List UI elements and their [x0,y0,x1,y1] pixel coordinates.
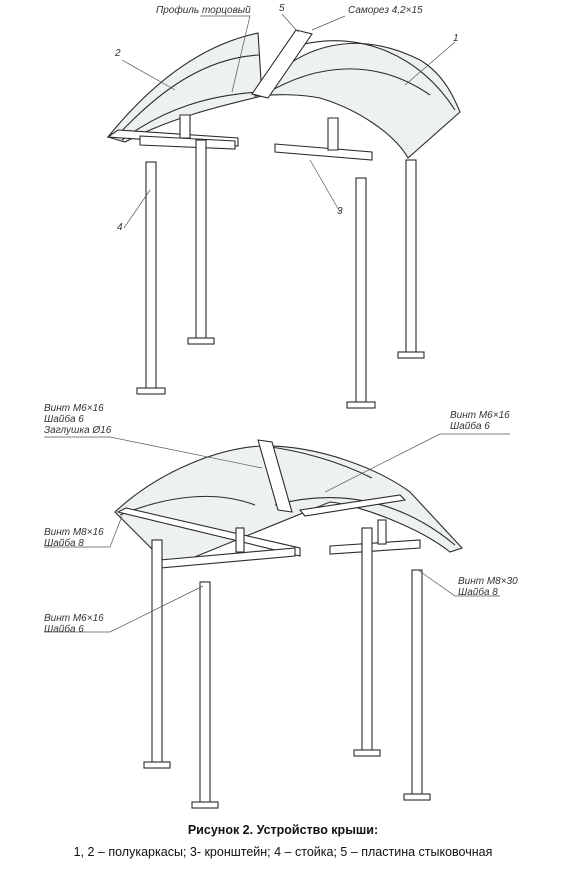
leader-1 [404,41,456,86]
assembled-post-front-left [151,539,163,766]
label-screw: Саморез 4,2×15 [348,5,423,16]
post-front-right-base [346,401,376,409]
label-part-3: 3 [337,206,343,217]
post-back-right-base [397,351,425,359]
label-end-profile: Профиль торцовый [156,5,251,16]
right-roof-rib [261,68,431,97]
leader-mid-right [417,569,500,597]
right-bracket [274,143,373,161]
right-roof-panel [253,43,461,159]
label-tr-2: Шайба 6 [450,421,490,432]
assembled-connecting-plate [257,439,293,513]
label-hardware-top-left: Винт М6×16 Шайба 6 Заглушка Ø16 [44,403,111,436]
post-back-left [195,139,207,341]
leader-screw [311,15,346,31]
leader-3 [309,159,341,213]
label-part-2: 2 [115,48,121,59]
assembled-post-front-left-base [143,761,171,769]
left-roof-rib-lower [121,91,261,141]
leader-2 [121,59,176,91]
label-tl-3: Заглушка Ø16 [44,425,112,436]
leader-5 [281,13,299,33]
figure-title: Рисунок 2. Устройство крыши: [187,823,379,837]
label-bl-1: Винт М6×16 [44,613,104,624]
assembled-post-back-left-base [191,801,219,809]
label-hardware-mid-left: Винт М8×16 Шайба 8 [44,527,104,549]
label-tr-1: Винт М6×16 [450,410,510,421]
leader-bottom-left [44,585,204,633]
left-bracket [139,135,236,150]
post-front-left [145,161,157,391]
label-bl-2: Шайба 6 [44,624,84,635]
connecting-plate [251,29,313,99]
label-mr-2: Шайба 8 [458,587,498,598]
label-ml-1: Винт М8×16 [44,527,104,538]
label-hardware-bottom-left: Винт М6×16 Шайба 6 [44,613,104,635]
assembled-post-back-left [199,581,211,805]
assembled-post-back-right [411,569,423,797]
label-hardware-mid-right: Винт М8×30 Шайба 8 [458,576,518,598]
bottom-assembled-view [44,433,510,809]
assembled-post-front-right [361,527,373,755]
leader-mid-left [44,515,123,548]
label-ml-2: Шайба 8 [44,538,84,549]
assembled-strut-right [377,519,387,545]
left-frame-strut [179,114,191,139]
leader-top-left [44,436,263,469]
label-part-5: 5 [279,3,285,14]
leader-top-right [324,433,510,493]
label-part-1: 1 [453,33,459,44]
assembled-roof-arc-front [119,495,256,516]
rear-frame-beam [298,494,407,517]
top-exploded-view [106,13,461,409]
assembled-post-front-right-base [353,749,381,757]
assembled-strut-left [235,527,245,553]
assembled-post-back-right-base [403,793,431,801]
label-part-4: 4 [117,222,123,233]
post-front-left-base [136,387,166,395]
label-mr-1: Винт М8×30 [458,576,518,587]
label-tl-2: Шайба 6 [44,414,84,425]
figure-legend: 1, 2 – полукаркасы; 3- кронштейн; 4 – ст… [73,845,493,859]
right-side-bracket [329,539,421,555]
post-front-right [355,177,367,407]
post-back-left-base [187,337,215,345]
label-tl-1: Винт М6×16 [44,403,104,414]
right-frame-strut [327,117,339,151]
left-roof-panel [107,32,263,143]
leader-4 [123,189,151,229]
right-roof-arc [299,40,456,111]
leader-profile [200,15,251,93]
post-back-right [405,159,417,357]
label-hardware-top-right: Винт М6×16 Шайба 6 [450,410,510,432]
